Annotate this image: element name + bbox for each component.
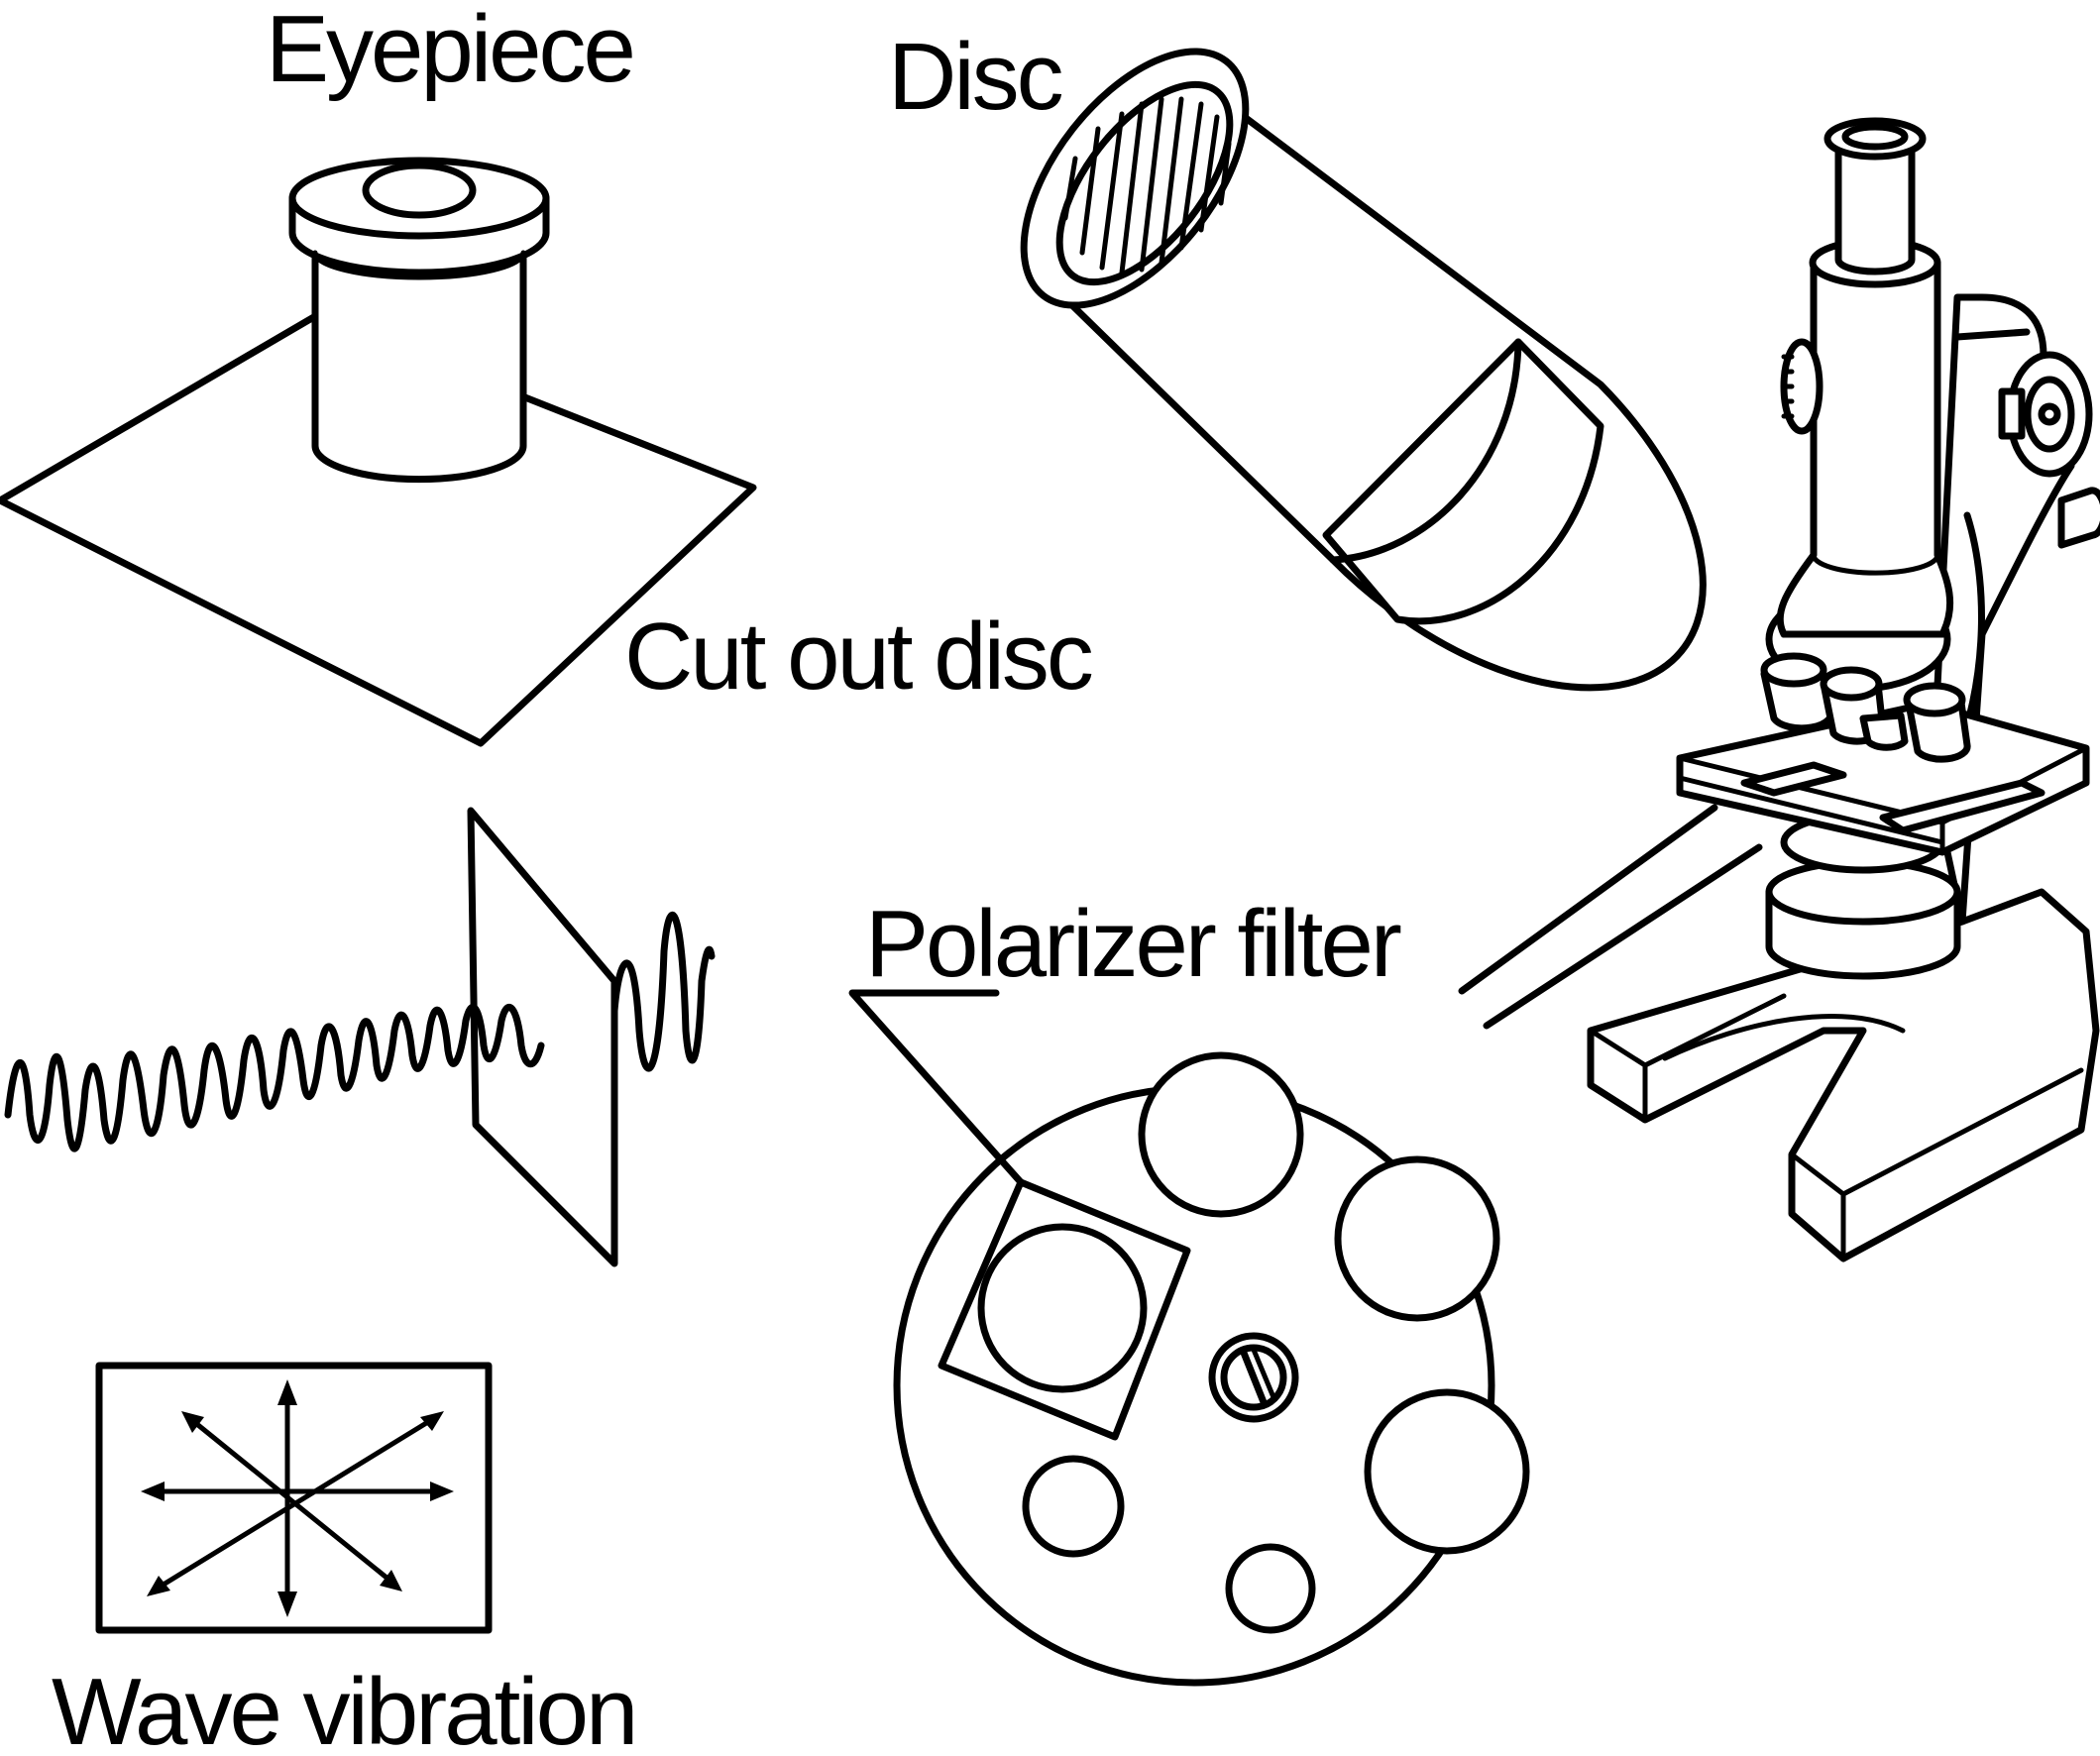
microscope-body-tube bbox=[1776, 259, 1954, 638]
eyepiece-cap-rim bbox=[312, 250, 526, 280]
filter-wheel-illustration bbox=[893, 1051, 1530, 1687]
microscope-base bbox=[1587, 888, 2100, 1262]
fine-focus-knob bbox=[1998, 351, 2093, 478]
wave-through-filter-illustration bbox=[4, 807, 716, 1267]
label-wave-vibration: Wave vibration bbox=[52, 1659, 635, 1756]
disc-tube-illustration bbox=[1020, 48, 1707, 692]
eyepiece-on-paper-illustration bbox=[0, 157, 757, 747]
eyepiece-lens bbox=[362, 162, 477, 219]
microscope-objectives bbox=[1760, 652, 1971, 763]
wave-vibration-illustration bbox=[95, 1362, 493, 1634]
unpolarized-wave bbox=[4, 1003, 545, 1152]
microscope-illustration bbox=[1587, 117, 2100, 1262]
paper-sheet bbox=[0, 311, 757, 747]
polarized-wave bbox=[610, 911, 716, 1072]
microscope-eyepiece bbox=[1834, 145, 1916, 275]
coarse-focus-knob bbox=[1780, 338, 1824, 435]
vibration-arrowheads bbox=[141, 1379, 454, 1617]
label-polarizer-filter: Polarizer filter bbox=[865, 891, 1401, 997]
microscope-leader-1 bbox=[1458, 804, 1718, 995]
disc-hatching bbox=[1062, 96, 1232, 275]
disc-surface bbox=[1055, 80, 1234, 286]
label-disc: Disc bbox=[888, 24, 1062, 130]
disc-tube-base-ring bbox=[1322, 338, 1604, 625]
label-cut-out-disc: Cut out disc bbox=[624, 604, 1092, 710]
polarizing-plane bbox=[467, 807, 618, 1267]
filter-hole-bottom-left bbox=[1022, 1455, 1125, 1558]
filter-hole-top bbox=[1138, 1051, 1304, 1218]
leader-lines bbox=[848, 804, 1763, 1186]
filter-hole-right-top bbox=[1334, 1155, 1500, 1322]
center-screw bbox=[1208, 1332, 1299, 1423]
polarizer-filter-hole bbox=[977, 1223, 1148, 1393]
filter-hole-right-bottom bbox=[1364, 1388, 1530, 1555]
label-eyepiece: Eyepiece bbox=[266, 0, 633, 102]
polarizer-filter-leader bbox=[848, 989, 1025, 1186]
filter-hole-bottom bbox=[1225, 1543, 1316, 1634]
eyepiece-tube bbox=[311, 249, 527, 484]
microscope-leader-2 bbox=[1483, 843, 1763, 1030]
vibration-arrows bbox=[146, 1384, 449, 1613]
